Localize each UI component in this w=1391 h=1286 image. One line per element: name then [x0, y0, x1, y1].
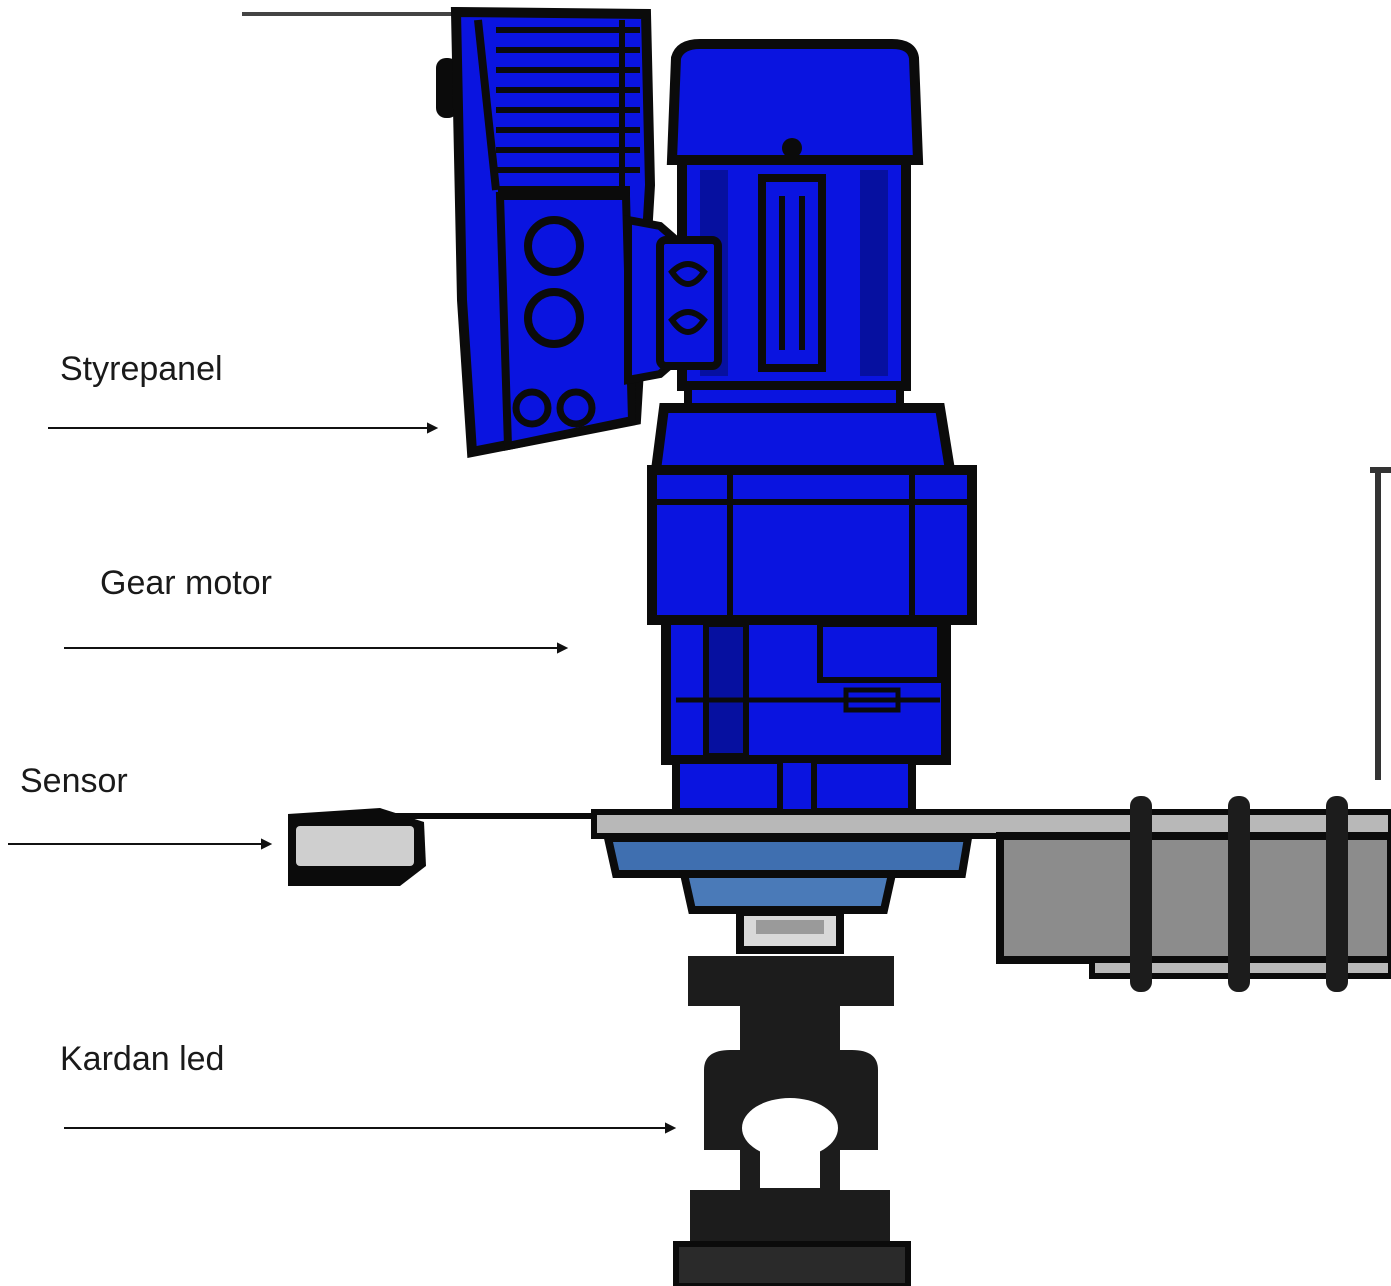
sensor-window [296, 826, 414, 866]
control-panel-button-3 [512, 388, 552, 428]
conveyor-body [996, 832, 1391, 964]
flange-ring [603, 834, 973, 878]
conveyor-bolts [1130, 796, 1348, 992]
label-kardan-led: Kardan led [60, 1040, 225, 1078]
control-panel-button-4 [556, 388, 596, 428]
joint-yoke-top [688, 956, 894, 1006]
label-sensor: Sensor [20, 762, 128, 800]
gear-housing-upper [650, 403, 956, 475]
control-panel-button-2 [524, 288, 584, 348]
gear-housing [647, 403, 977, 816]
motor-coupling [656, 236, 722, 370]
lower-shaft [673, 1241, 911, 1286]
motor-bolt [782, 138, 802, 158]
control-panel [436, 6, 680, 458]
gear-housing-main [647, 465, 977, 625]
control-panel-button-1 [524, 216, 584, 276]
control-panel-face [495, 192, 637, 451]
leader-arrows [8, 422, 677, 1134]
motor-terminal-box [758, 174, 826, 372]
joint-yoke-bottom [690, 1190, 890, 1246]
motor-fan-cover [666, 39, 924, 165]
conveyor-section [996, 467, 1391, 992]
universal-joint [673, 908, 911, 1286]
label-styrepanel: Styrepanel [60, 350, 223, 388]
electric-motor [656, 39, 924, 412]
sensor-unit [288, 808, 426, 886]
label-gear-motor: Gear motor [100, 564, 272, 602]
control-panel-fins [496, 27, 640, 173]
flange-hub [679, 870, 897, 914]
